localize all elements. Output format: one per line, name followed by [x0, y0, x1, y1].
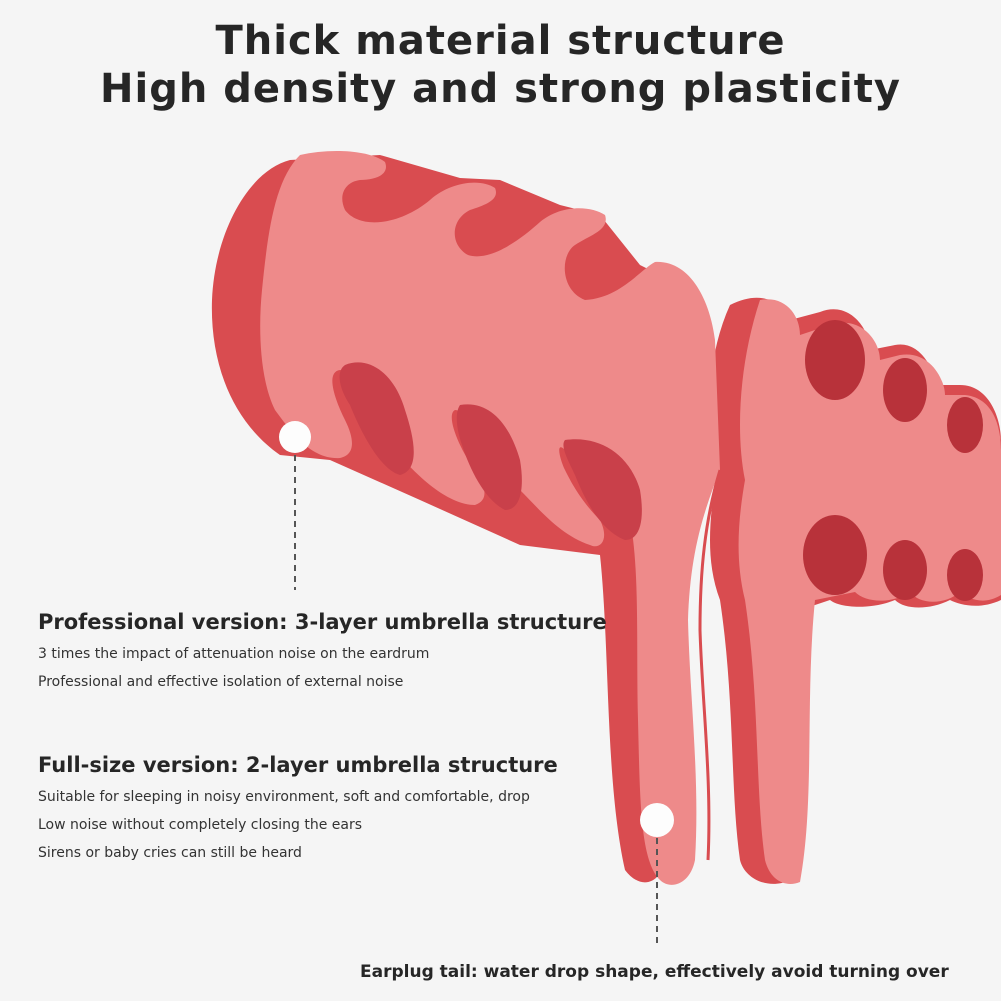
professional-line-1: 3 times the impact of attenuation noise … [38, 646, 430, 662]
fullsize-line-1: Suitable for sleeping in noisy environme… [38, 789, 530, 805]
rear-cavity [883, 358, 927, 422]
front-cavity [563, 439, 642, 540]
fullsize-line-2: Low noise without completely closing the… [38, 817, 363, 833]
rear-cavity [947, 549, 983, 601]
professional-line-2: Professional and effective isolation of … [38, 674, 404, 690]
headline-line-2: High density and strong plasticity [100, 66, 901, 112]
front-earplug-face [260, 150, 720, 885]
tail-edge [698, 469, 722, 861]
tail-caption: Earplug tail: water drop shape, effectiv… [360, 962, 949, 982]
fullsize-line-3: Sirens or baby cries can still be heard [38, 845, 302, 861]
front-cavity [339, 362, 414, 475]
front-earplug [211, 150, 722, 885]
fullsize-title: Full-size version: 2-layer umbrella stru… [38, 753, 558, 777]
callout-dot-tail [640, 803, 674, 837]
headline-line-1: Thick material structure [215, 18, 786, 64]
rear-cavity [803, 515, 867, 595]
rear-cavity [947, 397, 983, 453]
rear-cavity [883, 540, 927, 600]
professional-title: Professional version: 3-layer umbrella s… [38, 610, 607, 634]
rear-cavity [805, 320, 865, 400]
rear-earplug-face [738, 299, 1001, 884]
callout-dot-structure [279, 421, 311, 453]
rear-earplug [708, 297, 1001, 884]
front-cavity [456, 404, 522, 510]
